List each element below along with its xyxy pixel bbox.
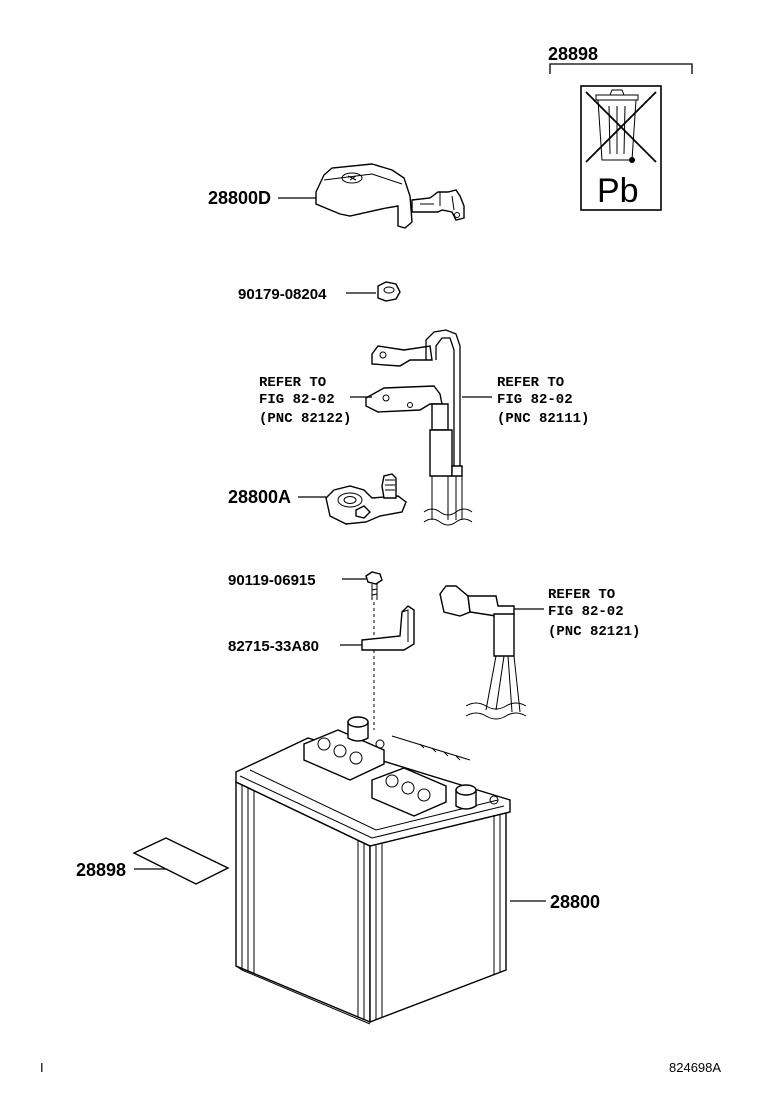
hex-nut (377, 281, 401, 302)
part-number-82715-33A80: 82715-33A80 (228, 638, 319, 655)
part-number-28800: 28800 (550, 892, 600, 912)
refer-note-left: REFER TO FIG 82-02 (PNC 82122) (259, 375, 351, 427)
svg-text:REFER TO: REFER TO (259, 375, 326, 391)
diagram-id: 824698A (669, 1060, 721, 1075)
negative-cable-assembly (439, 585, 527, 720)
svg-text:(PNC 82122): (PNC 82122) (259, 411, 351, 427)
part-number-28800D: 28800D (208, 188, 271, 208)
svg-text:FIG 82-02: FIG 82-02 (548, 604, 624, 620)
terminal-cover (315, 163, 465, 229)
footer-left-mark: I (40, 1060, 44, 1075)
battery (235, 716, 511, 1025)
svg-text:FIG 82-02: FIG 82-02 (259, 392, 335, 408)
part-number-28800A: 28800A (228, 487, 291, 507)
hold-down-bolt (365, 571, 383, 600)
positive-cable-assembly (365, 329, 473, 526)
warning-sticker (132, 837, 230, 885)
svg-text:(PNC 82111): (PNC 82111) (497, 411, 589, 427)
refer-note-lower: REFER TO FIG 82-02 (PNC 82121) (548, 587, 640, 640)
battery-hold-down-bracket (361, 605, 415, 651)
svg-text:(PNC 82121): (PNC 82121) (548, 624, 640, 640)
pb-text: Pb (597, 172, 639, 210)
pb-recycling-label: Pb (580, 85, 662, 211)
part-number-28898-top: 28898 (548, 44, 598, 64)
part-number-90179-08204: 90179-08204 (238, 286, 327, 303)
svg-text:FIG 82-02: FIG 82-02 (497, 392, 573, 408)
recycling-bin-crossed-icon (585, 89, 657, 163)
refer-note-right: REFER TO FIG 82-02 (PNC 82111) (497, 375, 589, 427)
part-number-90119-06915: 90119-06915 (228, 572, 316, 589)
svg-text:REFER TO: REFER TO (548, 587, 615, 603)
part-number-28898-left: 28898 (76, 860, 126, 880)
svg-text:REFER TO: REFER TO (497, 375, 564, 391)
bracket-line-28898 (549, 63, 693, 74)
battery-terminal-clamp (325, 473, 407, 525)
